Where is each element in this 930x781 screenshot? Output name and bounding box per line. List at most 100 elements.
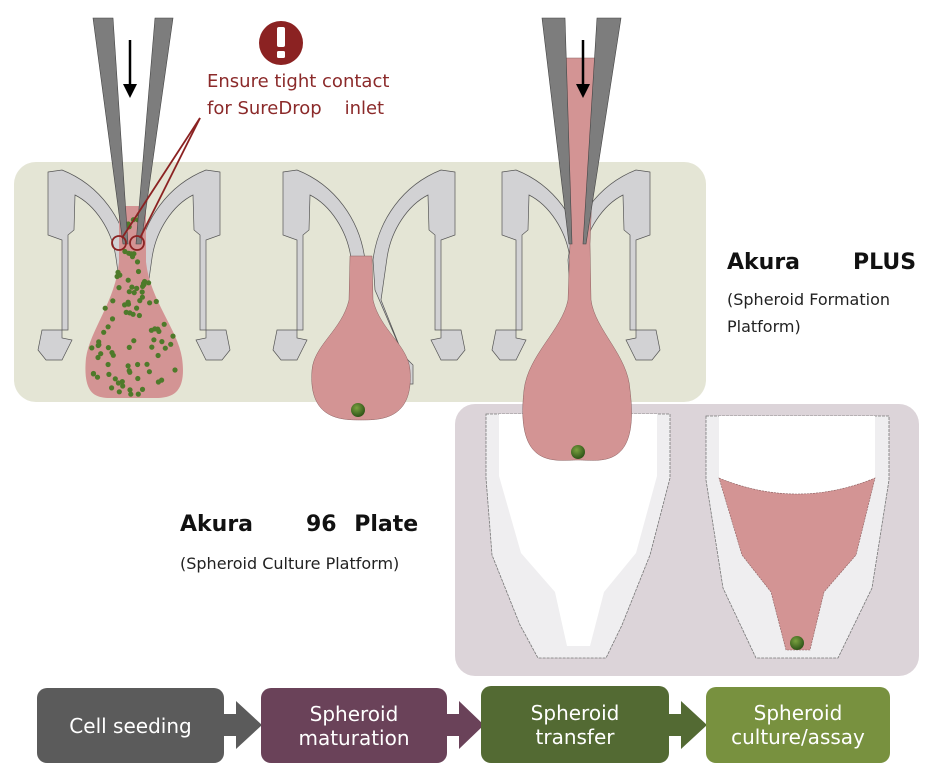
- cell-dot: [114, 273, 120, 280]
- cell-dot: [116, 389, 122, 395]
- cell-dot: [136, 312, 142, 319]
- cell-dot: [115, 380, 121, 386]
- cell-dot: [122, 302, 128, 308]
- arrow-icon: [224, 701, 262, 749]
- cell-dot: [106, 371, 112, 377]
- cell-dot: [116, 285, 122, 291]
- cell-dot: [101, 329, 107, 335]
- step-spheroid-transfer: Spheroid transfer: [481, 686, 669, 763]
- cell-dot: [134, 259, 141, 265]
- cell-dot: [119, 379, 125, 385]
- akura-96-subtitle: (Spheroid Culture Platform): [180, 554, 400, 573]
- cell-dot: [126, 368, 132, 374]
- arrow-icon: [669, 701, 707, 749]
- cell-dot: [151, 337, 157, 343]
- cell-dot: [168, 341, 174, 347]
- step-label: Spheroid culture/assay: [731, 701, 865, 749]
- step-spheroid-culture-assay: Spheroid culture/assay: [706, 687, 890, 763]
- plus-well-seeding: [37, 169, 231, 399]
- plate-well-1: [485, 413, 671, 659]
- cell-dot: [94, 374, 101, 380]
- cell-dot: [95, 354, 101, 361]
- cell-dot: [131, 290, 137, 296]
- cell-dot: [144, 361, 150, 367]
- warning-line-2: for SureDrop inlet: [207, 98, 385, 119]
- cell-dot: [128, 391, 134, 397]
- akura-96-title: Akura 96 Plate: [180, 512, 419, 537]
- cell-dot: [146, 280, 152, 286]
- akura-plus-subtitle-2: Platform): [727, 317, 801, 336]
- cell-dot: [161, 321, 167, 327]
- step-label: Spheroid transfer: [530, 700, 620, 749]
- cell-dot: [98, 351, 104, 357]
- spheroid: [790, 636, 804, 650]
- cell-dot: [147, 300, 153, 306]
- cell-dot: [109, 385, 115, 391]
- cell-dot: [126, 289, 132, 295]
- cell-dot: [146, 369, 152, 375]
- cell-dot: [155, 352, 161, 359]
- step-spheroid-maturation: Spheroid maturation: [261, 688, 447, 763]
- cell-dot: [131, 338, 137, 344]
- cell-dot: [159, 339, 165, 345]
- arrow-icon: [447, 701, 484, 749]
- cell-dot: [135, 375, 141, 382]
- cell-dot: [102, 305, 108, 311]
- cell-dot: [135, 268, 142, 275]
- cell-suspension: [89, 211, 178, 397]
- cell-dot: [142, 278, 148, 285]
- pipette-seeding: [92, 17, 174, 245]
- plus-well-maturation: [272, 169, 466, 421]
- cell-dot: [126, 344, 132, 350]
- plate-well-2: [705, 415, 890, 659]
- cell-dot: [89, 345, 95, 351]
- contact-callout: [111, 117, 201, 251]
- akura-plus-subtitle-1: (Spheroid Formation: [727, 290, 890, 309]
- cell-dot: [105, 345, 111, 351]
- cell-dot: [105, 361, 111, 368]
- step-cell-seeding: Cell seeding: [37, 688, 224, 763]
- cell-dot: [135, 361, 141, 368]
- cell-dot: [127, 310, 133, 316]
- cell-dot: [125, 277, 131, 283]
- akura-plus-title: Akura PLUS: [727, 250, 917, 275]
- process-arrows: [224, 701, 707, 749]
- cell-dot: [135, 391, 141, 397]
- step-label: Spheroid maturation: [298, 701, 410, 750]
- cell-dot: [105, 324, 111, 330]
- cell-dot: [155, 379, 161, 385]
- cell-dot: [96, 339, 102, 345]
- cell-dot: [172, 367, 178, 373]
- exclamation-icon: [259, 21, 303, 65]
- warning-line-1: Ensure tight contact: [207, 71, 390, 92]
- cell-dot: [120, 383, 126, 389]
- spheroid: [351, 403, 365, 417]
- cell-dot: [129, 284, 135, 290]
- cell-dot: [149, 344, 155, 350]
- culture-medium: [718, 477, 876, 651]
- cell-dot: [110, 298, 116, 304]
- cell-dot: [125, 299, 131, 305]
- cell-dot: [139, 386, 146, 392]
- cell-dot: [109, 350, 115, 356]
- cell-dot: [122, 248, 128, 255]
- plus-well-transfer: [491, 57, 661, 461]
- cell-dot: [134, 285, 140, 291]
- cell-dot: [125, 363, 131, 369]
- step-label: Cell seeding: [69, 713, 192, 738]
- pipette-transfer: [541, 17, 622, 245]
- cell-dot: [152, 326, 158, 332]
- cell-dot: [115, 269, 121, 275]
- cell-dot: [139, 294, 145, 300]
- cell-dot: [127, 387, 133, 393]
- cell-dot: [112, 376, 118, 382]
- cell-dot: [162, 345, 168, 351]
- cell-dot: [109, 316, 116, 322]
- cell-dot: [134, 305, 140, 311]
- spheroid: [571, 445, 585, 459]
- cell-dot: [139, 289, 145, 295]
- cell-dot: [153, 298, 159, 305]
- cell-dot: [90, 371, 96, 377]
- cell-dot: [129, 254, 136, 260]
